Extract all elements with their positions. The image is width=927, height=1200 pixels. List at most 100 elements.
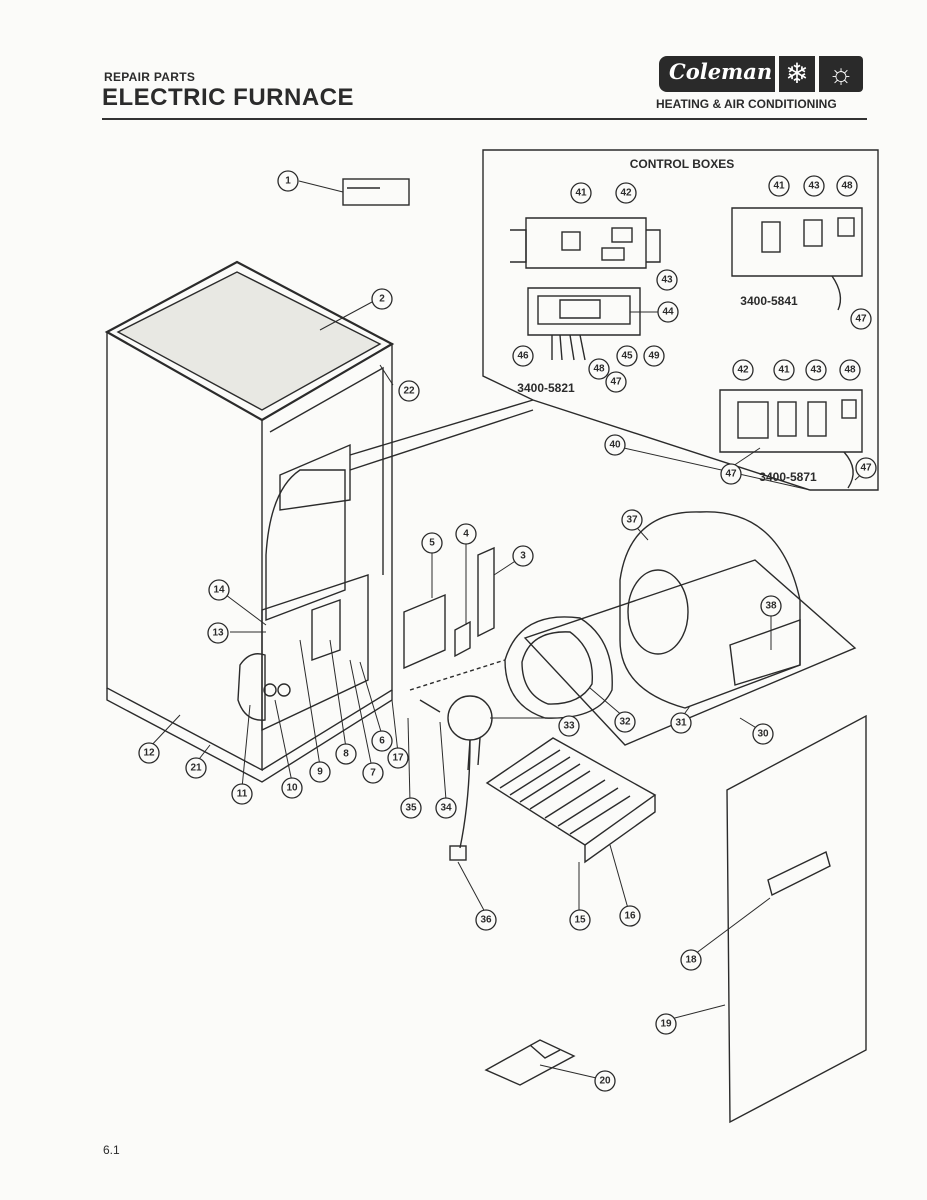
callout-48-a: 48 [588, 358, 610, 380]
callout-48-c: 48 [839, 359, 861, 381]
svg-text:37: 37 [626, 515, 638, 526]
svg-text:14: 14 [213, 585, 225, 596]
blower-housing [619, 511, 801, 709]
heater-element [485, 737, 657, 846]
callout-46: 46 [512, 345, 534, 367]
callout-41-c: 41 [773, 359, 795, 381]
callout-10: 10 [281, 777, 303, 799]
callout-20: 20 [594, 1070, 616, 1092]
control-panel [261, 574, 369, 732]
svg-text:43: 43 [810, 365, 822, 376]
page-title: ELECTRIC FURNACE [102, 84, 354, 111]
svg-text:9: 9 [317, 767, 323, 778]
svg-text:41: 41 [778, 365, 790, 376]
callout-7: 7 [362, 762, 384, 784]
svg-text:32: 32 [619, 717, 631, 728]
svg-text:46: 46 [517, 351, 529, 362]
svg-text:1: 1 [285, 176, 291, 187]
header-rule [102, 118, 867, 120]
callout-8: 8 [335, 743, 357, 765]
callout-22: 22 [398, 380, 420, 402]
blower-wheel [504, 616, 613, 719]
furnace-door [726, 714, 867, 1124]
svg-text:17: 17 [392, 753, 404, 764]
callout-35: 35 [400, 797, 422, 819]
page-number: 6.1 [103, 1143, 120, 1157]
inset-frame [482, 149, 879, 491]
brand-logo: Coleman [659, 56, 775, 92]
callout-47-d: 47 [855, 457, 877, 479]
callout-43-a: 43 [656, 269, 678, 291]
callout-47-c: 47 [720, 463, 742, 485]
callout-3: 3 [512, 545, 534, 567]
svg-text:21: 21 [190, 763, 202, 774]
callout-44: 44 [657, 301, 679, 323]
callout-4: 4 [455, 523, 477, 545]
callout-16: 16 [619, 905, 641, 927]
callout-17: 17 [387, 747, 409, 769]
callout-9: 9 [309, 761, 331, 783]
rating-label [342, 178, 410, 206]
callout-41-b: 41 [768, 175, 790, 197]
callout-5: 5 [421, 532, 443, 554]
svg-text:45: 45 [621, 351, 633, 362]
callout-48-b: 48 [836, 175, 858, 197]
svg-text:49: 49 [648, 351, 660, 362]
svg-text:35: 35 [405, 803, 417, 814]
svg-text:34: 34 [440, 803, 452, 814]
svg-text:31: 31 [675, 718, 687, 729]
svg-text:36: 36 [480, 915, 492, 926]
model-label-5841: 3400-5841 [740, 294, 798, 308]
svg-text:48: 48 [841, 181, 853, 192]
callout-18: 18 [680, 949, 702, 971]
callout-47-b: 47 [850, 308, 872, 330]
duct-to-inset [279, 443, 351, 511]
svg-text:11: 11 [237, 789, 248, 800]
svg-text:13: 13 [212, 628, 224, 639]
svg-text:30: 30 [757, 729, 769, 740]
svg-text:42: 42 [737, 365, 749, 376]
cabinet-left-side [106, 332, 263, 772]
svg-text:6: 6 [379, 736, 385, 747]
svg-text:15: 15 [574, 915, 586, 926]
svg-text:20: 20 [599, 1076, 611, 1087]
callout-43-b: 43 [803, 175, 825, 197]
svg-text:48: 48 [593, 364, 605, 375]
svg-text:2: 2 [379, 294, 385, 305]
svg-text:5: 5 [429, 538, 435, 549]
callout-21: 21 [185, 757, 207, 779]
callout-6: 6 [371, 730, 393, 752]
svg-text:16: 16 [624, 911, 636, 922]
page-subtitle: REPAIR PARTS [104, 70, 196, 84]
svg-text:41: 41 [773, 181, 785, 192]
svg-text:42: 42 [620, 188, 632, 199]
svg-text:7: 7 [370, 768, 376, 779]
callout-32: 32 [614, 711, 636, 733]
callout-37: 37 [621, 509, 643, 531]
callout-41-a: 41 [570, 182, 592, 204]
svg-text:43: 43 [808, 181, 820, 192]
inset-title: CONTROL BOXES [630, 157, 734, 171]
callout-42-b: 42 [732, 359, 754, 381]
callout-42-a: 42 [615, 182, 637, 204]
svg-text:47: 47 [610, 377, 622, 388]
callout-45: 45 [616, 345, 638, 367]
svg-text:47: 47 [725, 469, 737, 480]
svg-text:40: 40 [609, 440, 621, 451]
callout-36: 36 [475, 909, 497, 931]
callout-34: 34 [435, 797, 457, 819]
cabinet-front [261, 342, 393, 771]
svg-text:12: 12 [143, 748, 155, 759]
svg-text:18: 18 [685, 955, 697, 966]
svg-text:47: 47 [860, 463, 872, 474]
brand-name: Coleman [669, 59, 773, 84]
svg-text:41: 41 [575, 188, 587, 199]
callout-38: 38 [760, 595, 782, 617]
svg-text:3: 3 [520, 551, 526, 562]
instruction-envelope [484, 1039, 576, 1086]
callout-33: 33 [558, 715, 580, 737]
model-label-5821: 3400-5821 [517, 381, 575, 395]
svg-text:43: 43 [661, 275, 673, 286]
callout-30: 30 [752, 723, 774, 745]
callout-43-c: 43 [805, 359, 827, 381]
